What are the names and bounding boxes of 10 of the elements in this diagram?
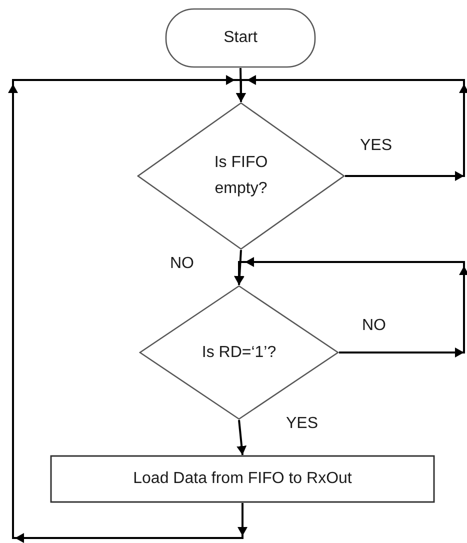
decision-diamond — [137, 102, 345, 250]
arrow — [236, 420, 247, 456]
node-text: Is RD=‘1’? — [202, 342, 276, 363]
process-box — [50, 455, 435, 503]
node-text: Start — [224, 28, 258, 48]
node-text: Is FIFO empty? — [213, 153, 269, 199]
arrow — [234, 257, 467, 358]
arrow — [8, 75, 248, 543]
arrow — [234, 250, 244, 286]
node-text: Load Data from FIFO to RxOut — [133, 469, 352, 490]
